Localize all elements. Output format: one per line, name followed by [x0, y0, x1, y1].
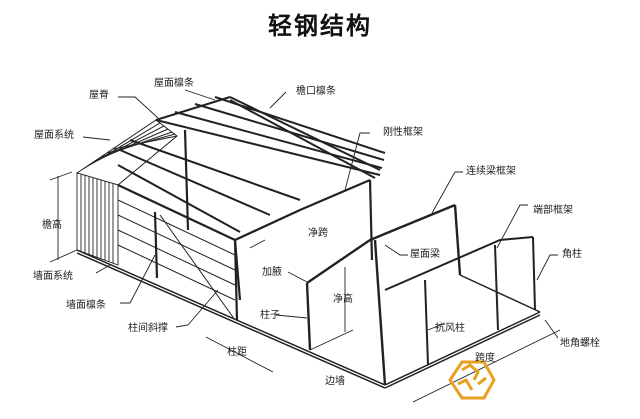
end-frame [384, 236, 536, 366]
label-column-bracing: 柱间斜撑 [128, 323, 168, 334]
continuous-frame [305, 203, 462, 386]
rigid-frames [117, 129, 374, 321]
leader-lines [82, 89, 559, 339]
ridge-line [155, 96, 231, 121]
label-span: 跨度 [475, 353, 495, 364]
roof-purlins [117, 96, 386, 233]
label-eave-height: 檐高 [42, 220, 62, 231]
label-roof-system: 屋面系统 [34, 130, 74, 141]
label-corner-column: 角柱 [562, 249, 582, 260]
label-column: 柱子 [260, 310, 280, 321]
label-roof-ridge: 屋脊 [89, 90, 109, 101]
label-wall-system: 墙面系统 [33, 271, 73, 282]
label-roof-beam: 屋面梁 [410, 249, 440, 260]
wall-cladding [76, 172, 119, 266]
label-continuous-beam-frame: 连续梁框架 [466, 166, 516, 177]
label-bay-spacing: 柱距 [227, 347, 247, 358]
label-wind-column: 抗风柱 [435, 323, 465, 334]
label-clear-span: 净跨 [308, 228, 328, 239]
wall-girts [117, 199, 236, 321]
base-lines [76, 249, 541, 389]
label-wall-girt: 墙面檩条 [66, 300, 106, 311]
hexagon-logo-icon [448, 360, 496, 400]
dimension-lines [49, 171, 561, 403]
label-haunch: 加腋 [262, 267, 282, 278]
label-eave-purlin: 檐口檩条 [296, 86, 336, 97]
label-end-frame: 端部框架 [533, 205, 573, 216]
label-clear-height: 净高 [333, 294, 353, 305]
label-side-wall: 边墙 [325, 376, 345, 387]
label-roof-purlin: 屋面檩条 [154, 78, 194, 89]
diagram-title: 轻钢结构 [268, 12, 372, 40]
label-anchor-bolt: 地角螺栓 [560, 338, 600, 349]
label-rigid-frame: 刚性框架 [383, 127, 423, 138]
